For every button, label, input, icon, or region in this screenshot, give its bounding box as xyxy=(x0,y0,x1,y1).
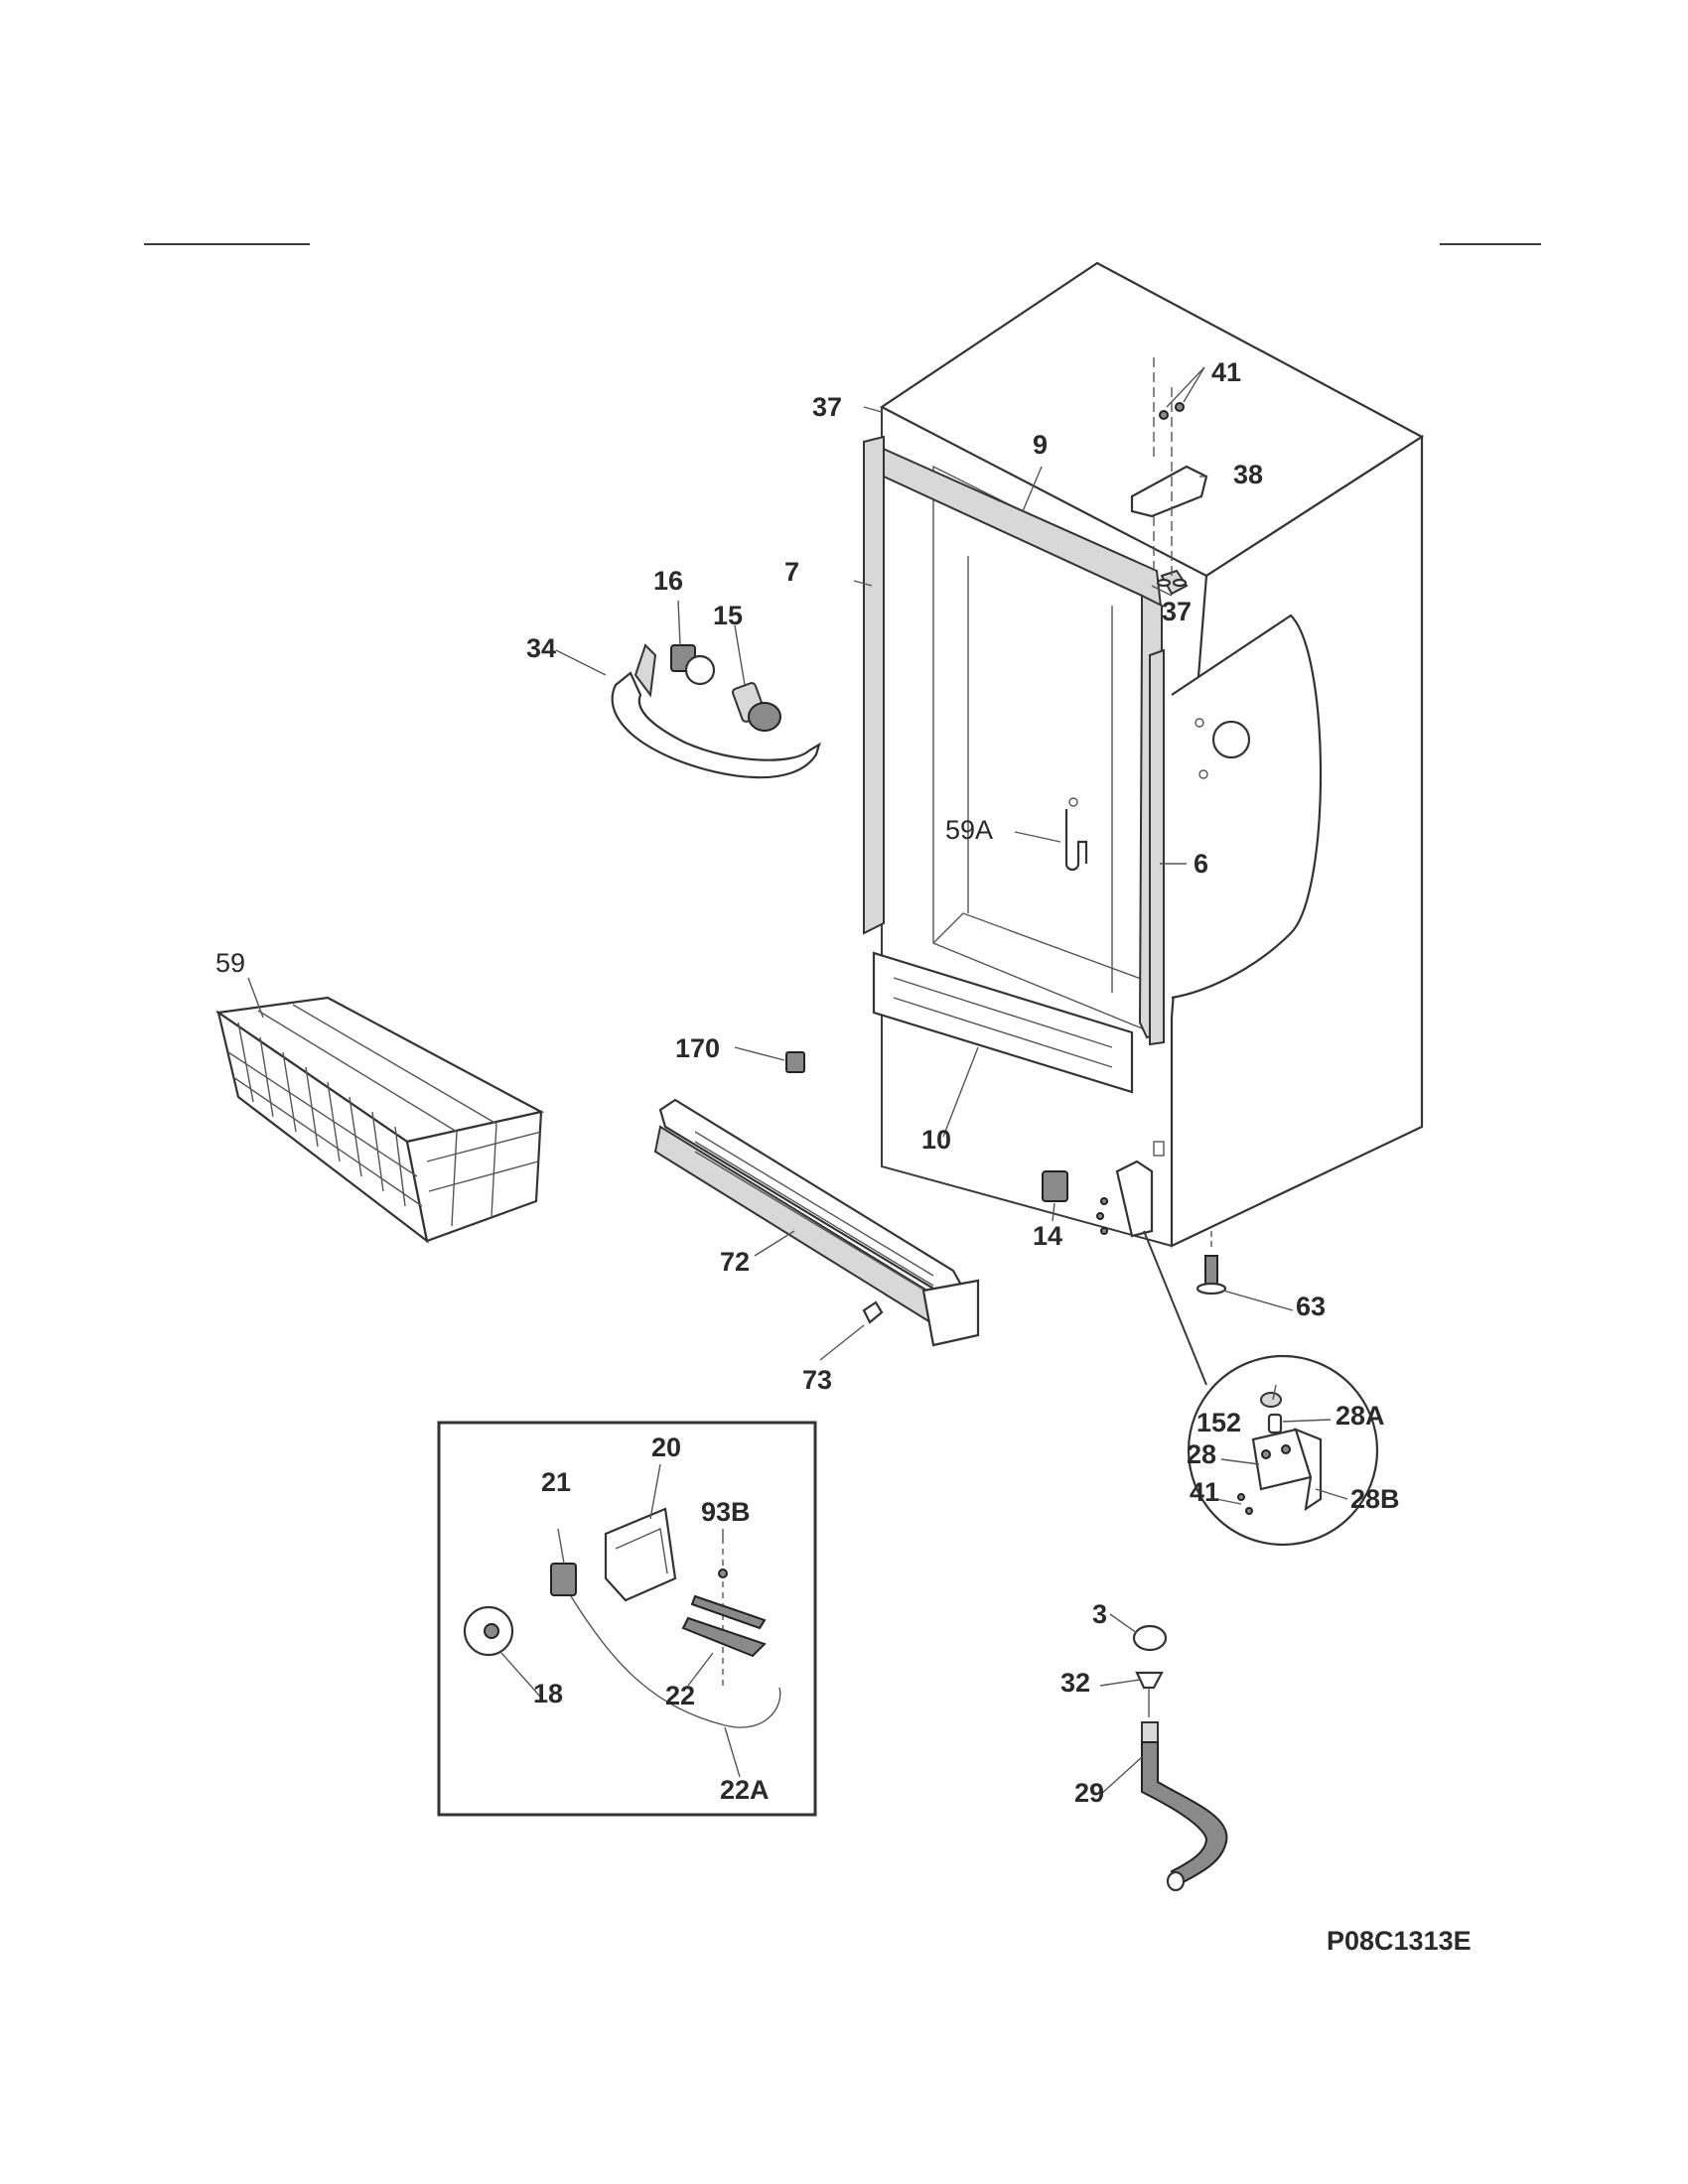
callout-170: 170 xyxy=(675,1033,721,1063)
callout-37-top: 37 xyxy=(812,392,843,422)
callout-6: 6 xyxy=(1194,849,1209,879)
callout-59: 59 xyxy=(215,948,246,978)
callout-21: 21 xyxy=(541,1467,572,1497)
callout-29: 29 xyxy=(1074,1778,1105,1808)
callout-15: 15 xyxy=(713,601,744,630)
callout-152: 152 xyxy=(1196,1408,1242,1437)
callout-7: 7 xyxy=(784,557,800,587)
bottom-hinge xyxy=(1096,1160,1154,1238)
callout-20: 20 xyxy=(651,1433,682,1462)
callout-22a: 22A xyxy=(720,1775,770,1805)
callout-10: 10 xyxy=(921,1125,952,1155)
hinge-detail xyxy=(1143,1230,1379,1547)
freezer-cabinet xyxy=(867,261,1425,1248)
callout-28: 28 xyxy=(1187,1439,1217,1469)
callout-28b: 28B xyxy=(1350,1484,1400,1514)
hook-59a xyxy=(1064,809,1088,872)
plug-170 xyxy=(785,1051,805,1073)
callout-22: 22 xyxy=(665,1681,696,1710)
kickplate xyxy=(653,1098,980,1347)
callout-32: 32 xyxy=(1060,1668,1091,1698)
gasket-side-right xyxy=(1149,648,1165,1046)
leader-lines xyxy=(247,366,1348,1796)
gasket-left xyxy=(863,435,885,935)
callout-34: 34 xyxy=(526,633,557,663)
switch-14 xyxy=(1042,1170,1068,1202)
drawing-code: P08C1313E xyxy=(1327,1926,1472,1956)
callout-73: 73 xyxy=(802,1365,833,1395)
callout-3: 3 xyxy=(1092,1599,1108,1629)
callout-63: 63 xyxy=(1296,1292,1327,1321)
callout-28a: 28A xyxy=(1336,1401,1385,1431)
callout-9: 9 xyxy=(1033,430,1049,460)
callout-41-top: 41 xyxy=(1211,357,1242,387)
callout-14: 14 xyxy=(1033,1221,1063,1251)
callout-37-right: 37 xyxy=(1162,597,1193,626)
callout-41-hinge: 41 xyxy=(1190,1477,1220,1507)
callout-72: 72 xyxy=(720,1247,751,1277)
drain-assembly xyxy=(1132,1624,1228,1892)
callout-93b: 93B xyxy=(701,1497,751,1527)
callout-18: 18 xyxy=(533,1679,564,1708)
wire-basket xyxy=(215,996,545,1244)
screw-73 xyxy=(862,1300,884,1324)
callout-38: 38 xyxy=(1233,460,1264,489)
callout-59a: 59A xyxy=(945,815,994,845)
top-hinge xyxy=(1130,357,1208,588)
light-assembly xyxy=(611,643,821,779)
inset-box xyxy=(437,1421,817,1817)
callout-16: 16 xyxy=(653,566,684,596)
leveling-leg xyxy=(1196,1231,1227,1296)
inset-parts xyxy=(463,1507,781,1728)
